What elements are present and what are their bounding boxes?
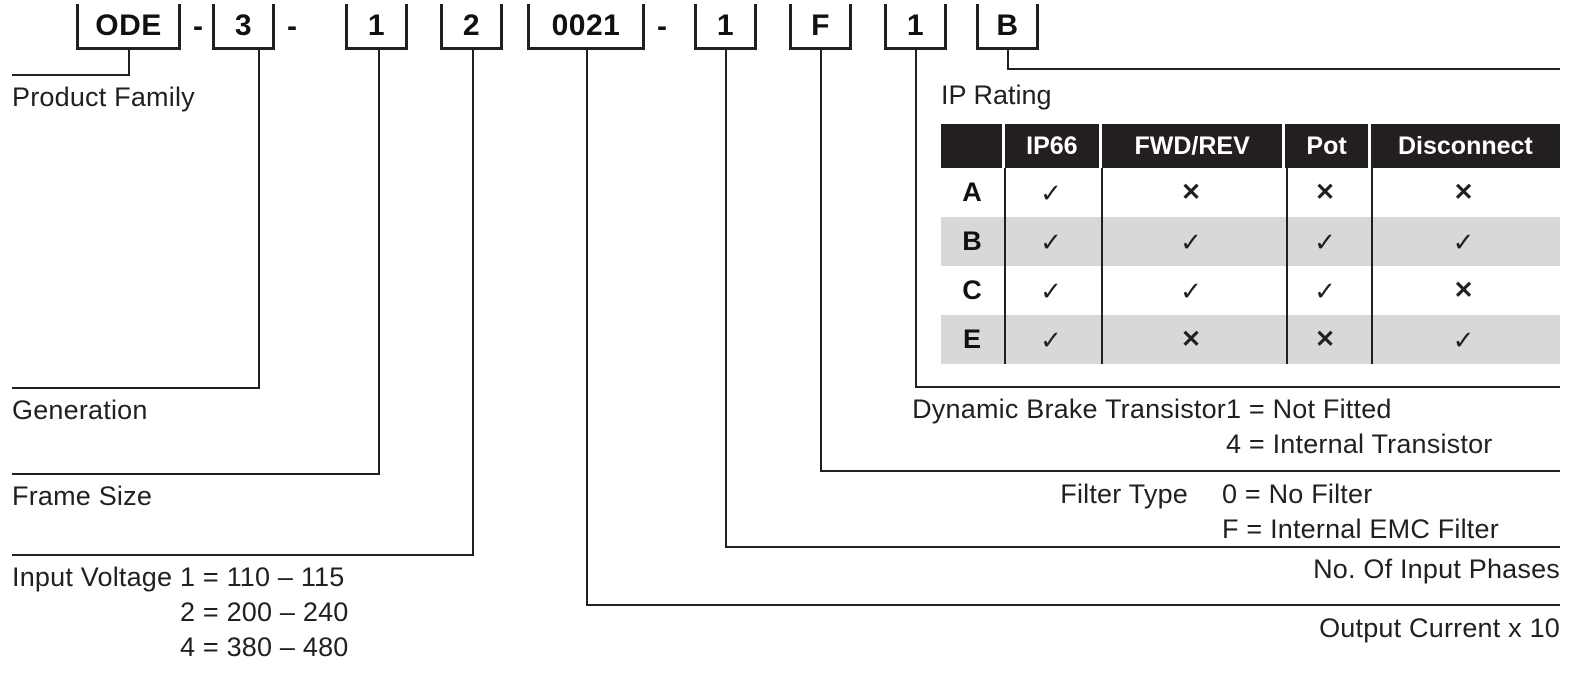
label-input-voltage-option-2: 2 = 200 – 240: [180, 597, 349, 627]
ip-cell-a-ip66: ✓: [1040, 177, 1062, 208]
leader-ip-rating-drop: [1007, 50, 1009, 68]
code-box-brake-transistor: 1: [884, 4, 947, 50]
ip-table-header-row: IP66 FWD/REV Pot Disconnect: [941, 124, 1561, 168]
ip-row-label-c: C: [962, 275, 982, 305]
ip-cell-a-pot: ✕: [1314, 178, 1336, 206]
ip-table-header-blank: [941, 124, 1002, 168]
leader-input-phases-drop: [725, 50, 727, 546]
ip-cell-e-disconnect: ✓: [1452, 324, 1475, 355]
leader-input-phases-rule: [725, 546, 1560, 548]
ip-cell-a-fwdrev: ✕: [1180, 178, 1202, 206]
leader-product-family-rule: [12, 74, 130, 76]
leader-output-current-drop: [586, 50, 588, 604]
ip-table-body: A ✓ ✕ ✕ ✕ B ✓ ✓ ✓ ✓ C ✓ ✓ ✓ ✕ E: [941, 168, 1560, 364]
ip-row-label-b: B: [962, 226, 982, 256]
label-generation: Generation: [12, 395, 148, 425]
leader-generation-rule: [12, 387, 260, 389]
ip-table-col-rule-1: [1004, 168, 1006, 364]
ip-table-header-pot: Pot: [1285, 124, 1368, 168]
code-box-product-family: ODE: [76, 4, 181, 50]
ip-cell-e-ip66: ✓: [1040, 324, 1062, 355]
label-input-voltage-option-1: 1 = 110 – 115: [180, 562, 345, 592]
leader-filter-type-rule: [820, 470, 1560, 472]
ip-cell-b-fwdrev: ✓: [1180, 226, 1202, 257]
ip-cell-c-ip66: ✓: [1040, 275, 1062, 306]
ip-table-col-rule-2: [1101, 168, 1103, 364]
code-box-filter-type: F: [789, 4, 852, 50]
table-row: A ✓ ✕ ✕ ✕: [941, 168, 1560, 217]
ip-row-label-a: A: [962, 177, 982, 207]
ip-cell-e-fwdrev: ✕: [1180, 325, 1202, 353]
ip-cell-a-disconnect: ✕: [1453, 178, 1474, 206]
table-row: E ✓ ✕ ✕ ✓: [941, 315, 1560, 364]
leader-ip-rating-rule: [1007, 68, 1560, 70]
ip-table-header-ip66: IP66: [1004, 124, 1099, 168]
code-box-input-phases: 1: [694, 4, 757, 50]
label-output-current: Output Current x 10: [1319, 613, 1560, 643]
ip-cell-c-fwdrev: ✓: [1180, 275, 1202, 306]
ip-cell-b-pot: ✓: [1314, 226, 1336, 257]
ip-table-col-rule-4: [1371, 168, 1373, 364]
ip-cell-c-disconnect: ✕: [1453, 276, 1474, 304]
label-brake-transistor-option-2: 4 = Internal Transistor: [1226, 429, 1493, 459]
label-brake-transistor-option-1: 1 = Not Fitted: [1226, 394, 1392, 424]
ip-cell-c-pot: ✓: [1314, 275, 1336, 306]
code-box-generation: 3: [212, 4, 275, 50]
leader-filter-type-drop: [820, 50, 822, 470]
label-input-voltage-option-3: 4 = 380 – 480: [180, 632, 349, 662]
leader-product-family-drop: [128, 50, 130, 74]
label-input-voltage: Input Voltage: [12, 562, 173, 592]
ip-table-col-rule-3: [1286, 168, 1288, 364]
ip-cell-b-ip66: ✓: [1040, 226, 1062, 257]
code-box-frame-size: 1: [345, 4, 408, 50]
label-filter-type: Filter Type: [1060, 479, 1188, 509]
ip-cell-e-pot: ✕: [1314, 325, 1336, 353]
leader-input-voltage-rule: [12, 554, 474, 556]
leader-input-voltage-drop: [472, 50, 474, 554]
leader-frame-size-rule: [12, 473, 380, 475]
table-row: C ✓ ✓ ✓ ✕: [941, 266, 1560, 315]
ip-table-header-disconnect: Disconnect: [1370, 124, 1561, 168]
part-number-code-row: ODE - 3 - 1 2 0021 - 1 F 1 B: [0, 0, 1570, 56]
leader-generation-drop: [258, 50, 260, 387]
label-brake-transistor: Dynamic Brake Transistor: [912, 394, 1226, 424]
label-ip-rating: IP Rating: [941, 80, 1052, 110]
code-dash-1: -: [193, 10, 203, 43]
code-box-output-current: 0021: [527, 4, 645, 50]
ip-cell-b-disconnect: ✓: [1452, 226, 1475, 257]
code-box-input-voltage: 2: [440, 4, 503, 50]
leader-frame-size-drop: [378, 50, 380, 473]
label-product-family: Product Family: [12, 82, 195, 112]
label-input-phases: No. Of Input Phases: [1313, 554, 1560, 584]
code-dash-3: -: [657, 10, 667, 43]
ip-row-label-e: E: [962, 324, 981, 354]
code-box-ip-rating: B: [976, 4, 1039, 50]
label-filter-type-option-1: 0 = No Filter: [1222, 479, 1373, 509]
code-dash-2: -: [287, 10, 297, 43]
leader-output-current-rule: [586, 604, 1560, 606]
table-row: B ✓ ✓ ✓ ✓: [941, 217, 1560, 266]
leader-brake-transistor-drop: [915, 50, 917, 386]
ip-table-header-fwd-rev: FWD/REV: [1101, 124, 1283, 168]
label-filter-type-option-2: F = Internal EMC Filter: [1222, 514, 1499, 544]
leader-brake-transistor-rule: [915, 386, 1560, 388]
label-frame-size: Frame Size: [12, 481, 153, 511]
ip-rating-table: IP66 FWD/REV Pot Disconnect A ✓ ✕ ✕ ✕ B …: [941, 124, 1561, 364]
